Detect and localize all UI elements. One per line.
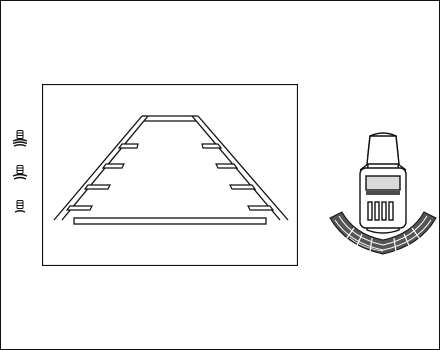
camera-frame bbox=[43, 85, 298, 266]
parking-sensor-mid-icon bbox=[12, 165, 28, 183]
rear-camera-view bbox=[42, 84, 298, 266]
parking-sensor-near-icon bbox=[12, 130, 28, 148]
car-body bbox=[360, 133, 406, 233]
vehicle-top-view-icon bbox=[326, 130, 440, 270]
parking-sensor-far-icon bbox=[12, 200, 28, 218]
bumper-line bbox=[74, 218, 266, 224]
